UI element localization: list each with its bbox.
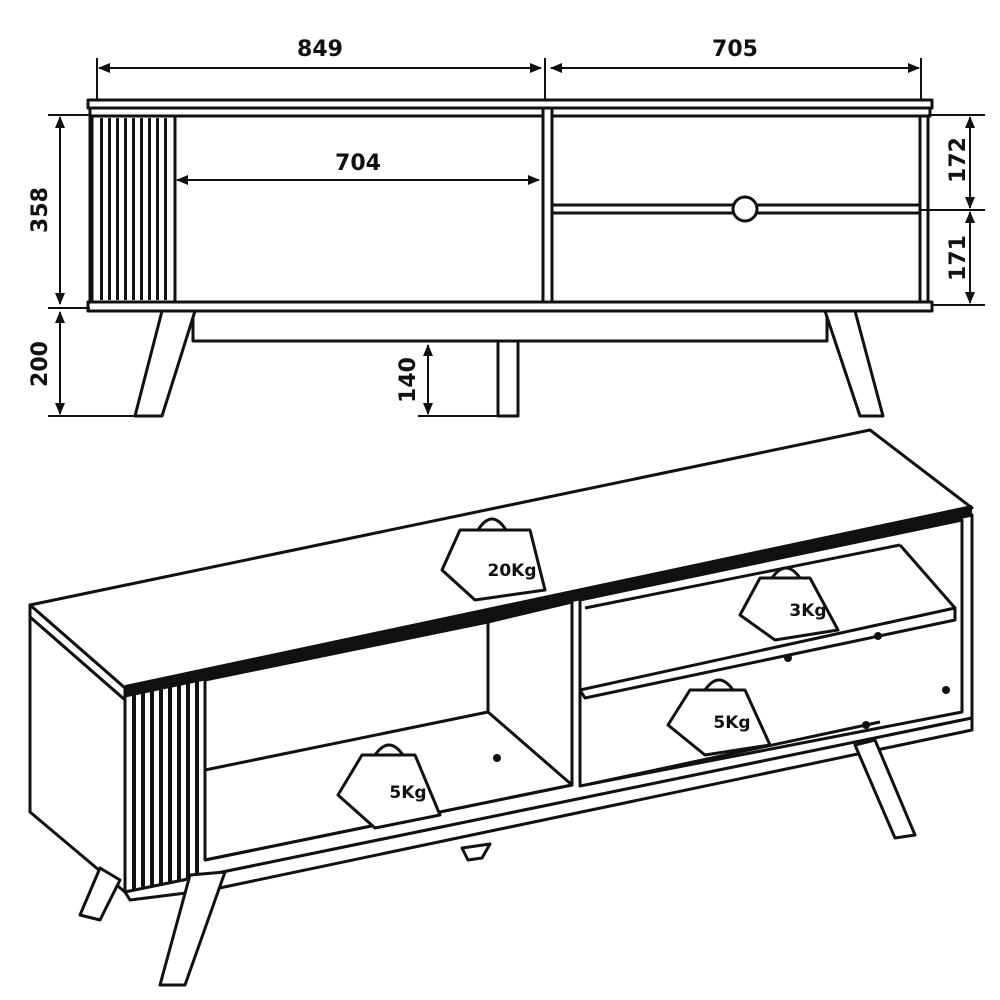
slat [141, 692, 145, 889]
slat [108, 118, 111, 300]
leg-right [823, 309, 885, 418]
perspective-leg-middle [460, 842, 492, 862]
svg-text:5Kg: 5Kg [713, 713, 750, 733]
slat [168, 686, 172, 884]
slat [132, 694, 136, 891]
dim-inner-width: 704 [335, 151, 381, 176]
top-front-edge [125, 505, 972, 696]
dim-upper-shelf-height: 172 [946, 137, 971, 183]
dim-body-height: 358 [28, 187, 53, 233]
slat [132, 118, 135, 300]
weight-5kg-right: 5Kg [666, 678, 772, 757]
svg-text:3Kg: 3Kg [789, 601, 826, 621]
perspective-leg-back-left [78, 866, 122, 922]
slatted-panel [90, 114, 177, 304]
perspective-view: 20Kg 3Kg 5Kg 5Kg [28, 428, 974, 987]
leg-left [133, 309, 197, 418]
svg-text:5Kg: 5Kg [389, 783, 426, 803]
front-view: 849 705 704 358 200 140 172 171 [28, 37, 985, 418]
slat [148, 118, 151, 300]
dim-lower-shelf-height: 171 [946, 235, 971, 281]
slat [124, 118, 127, 300]
slat [177, 684, 181, 882]
slat [164, 118, 167, 300]
perspective-leg-front-left [158, 870, 227, 987]
slat [150, 690, 154, 887]
slat [159, 688, 163, 885]
slat [186, 682, 190, 880]
dim-left-width: 849 [297, 37, 343, 62]
svg-text:20Kg: 20Kg [488, 561, 537, 581]
slat [100, 118, 103, 300]
cable-hole [731, 195, 759, 223]
dim-leg-height: 200 [28, 341, 53, 387]
slat [156, 118, 159, 300]
weight-5kg-left: 5Kg [336, 743, 442, 830]
dim-right-width: 705 [712, 37, 758, 62]
weight-3kg: 3Kg [738, 566, 840, 642]
slat [140, 118, 143, 300]
slat [116, 118, 119, 300]
right-shelf [578, 606, 957, 700]
leg-middle [496, 339, 520, 418]
perspective-slats [132, 681, 199, 891]
weight-20kg: 20Kg [440, 517, 547, 602]
slat [195, 681, 199, 878]
perspective-leg-front-right [853, 738, 917, 840]
dim-middle-leg-height: 140 [396, 357, 421, 403]
